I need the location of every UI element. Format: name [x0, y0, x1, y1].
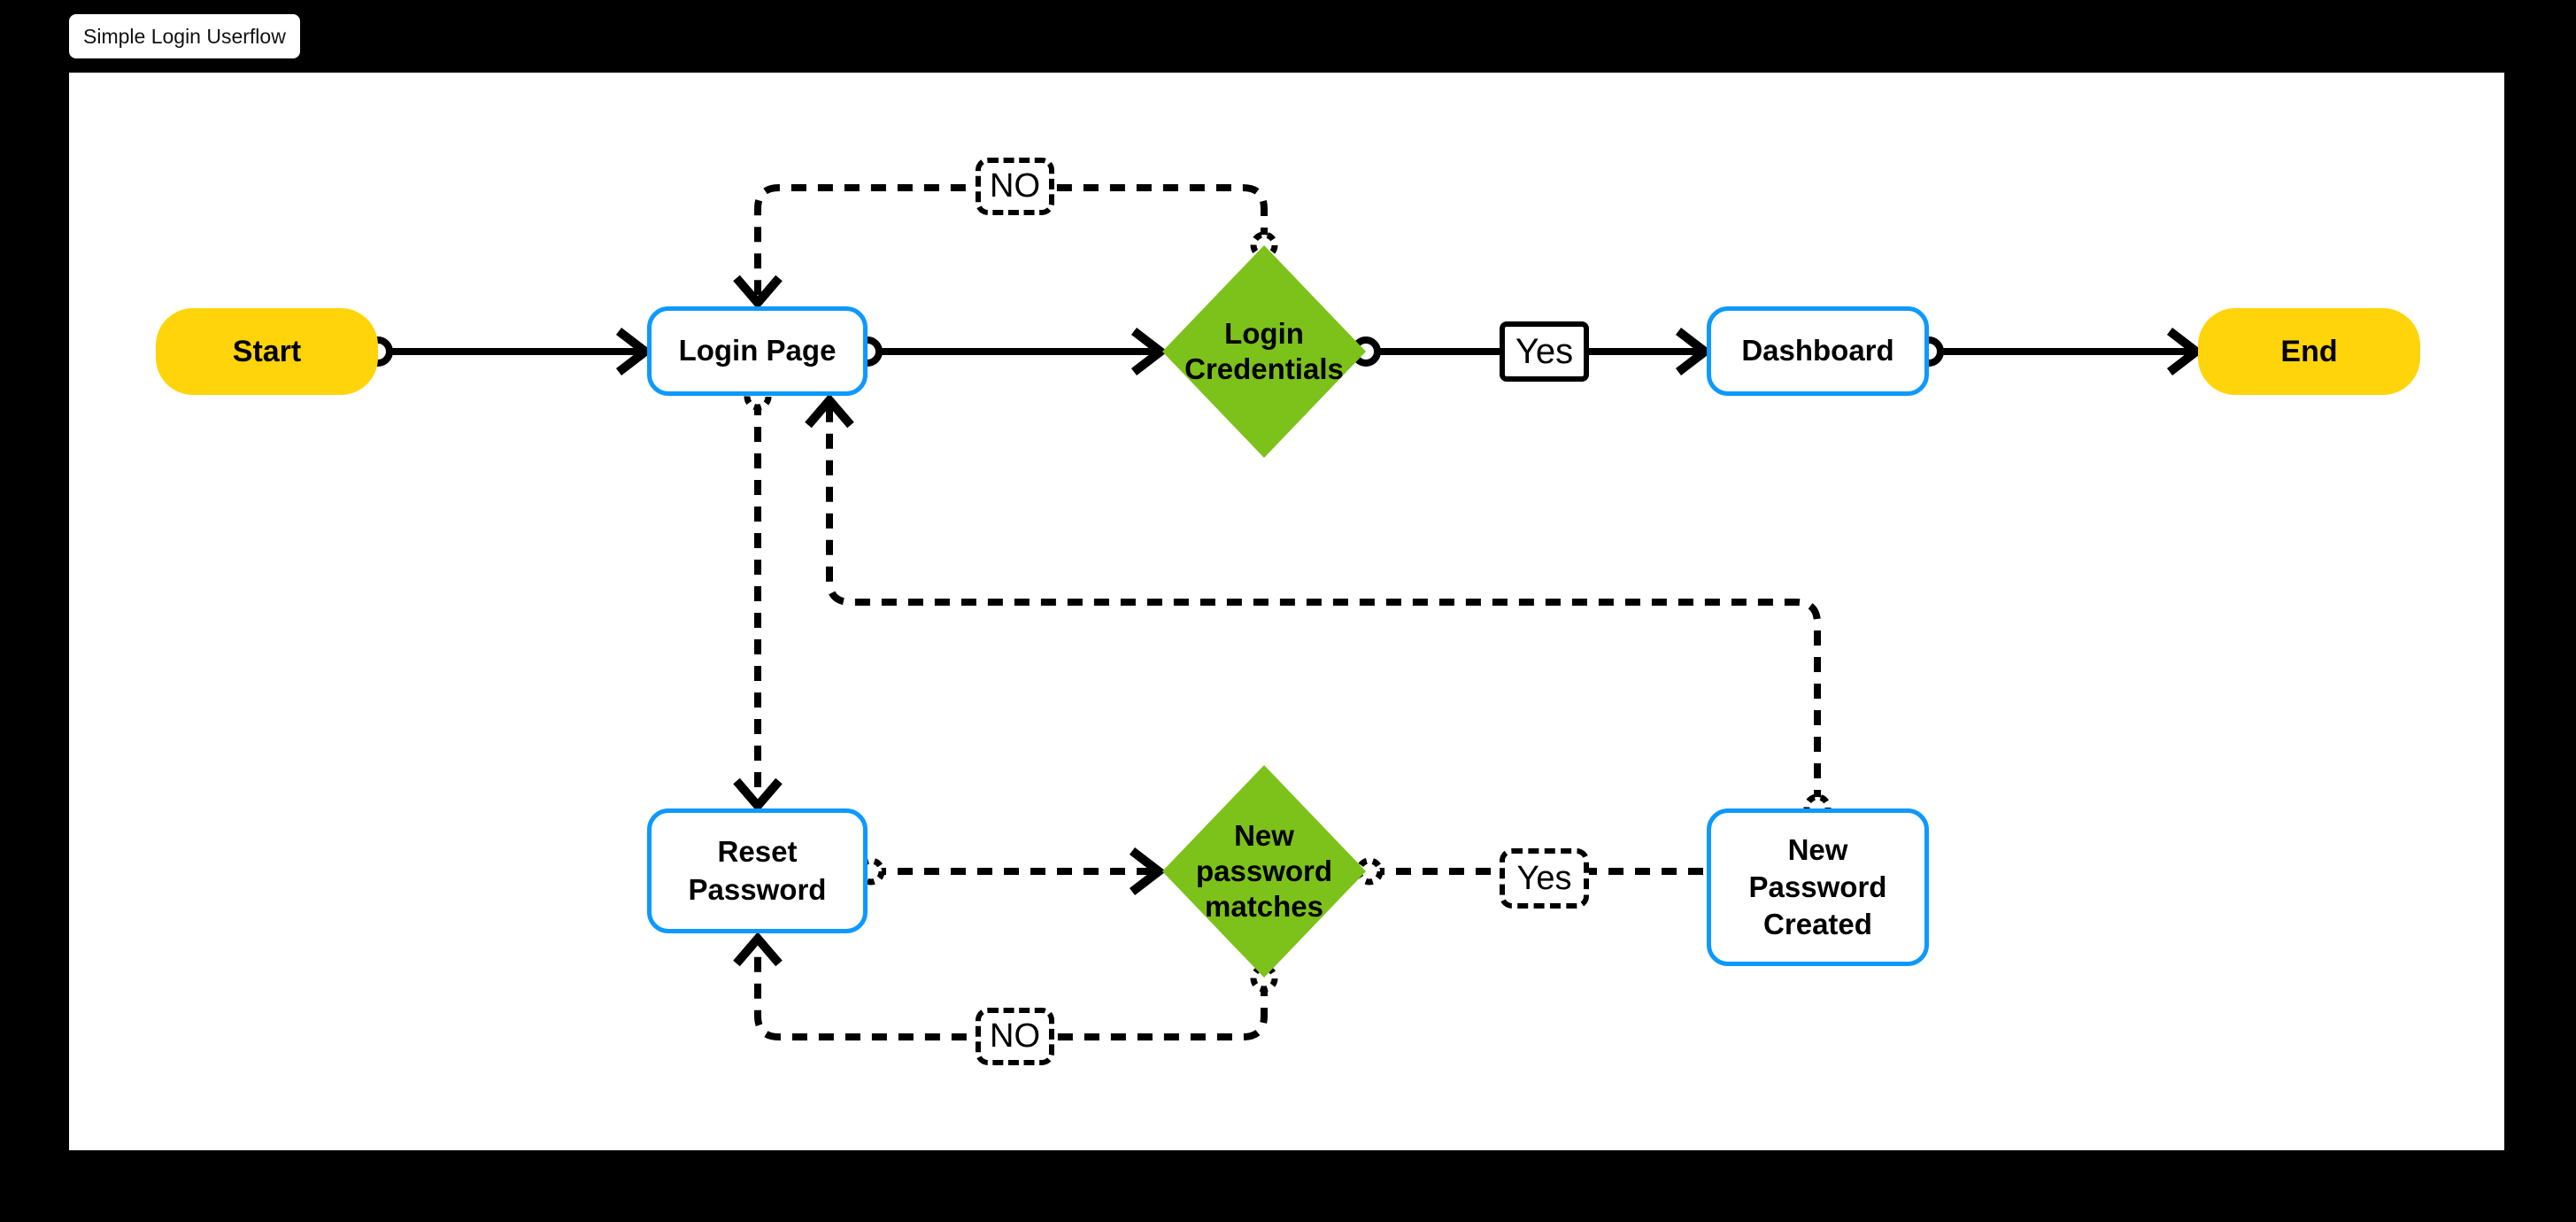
edge-start-to-login-page[interactable] — [363, 328, 653, 375]
flowchart-canvas[interactable]: Start Login Page Login Credentials Yes D… — [69, 73, 2504, 1150]
arrowhead-icon — [733, 777, 783, 813]
no-bottom-label: NO — [990, 1017, 1040, 1055]
arrowhead-icon — [1675, 328, 1713, 375]
login-credentials-diamond[interactable] — [1162, 245, 1366, 458]
edge-login-page-to-reset-password[interactable] — [733, 383, 783, 813]
node-new-password-matches-label: New password matches — [1195, 818, 1333, 924]
node-new-password-created[interactable]: New Password Created — [1707, 808, 1929, 966]
edge-label-yes-bottom[interactable]: Yes — [1500, 848, 1589, 909]
connector-port-icon — [1250, 964, 1278, 993]
node-end-label: End — [2280, 334, 2338, 368]
edge-reset-password-to-new-password-matches[interactable] — [857, 847, 1167, 895]
node-login-page[interactable]: Login Page — [647, 306, 868, 396]
no-top-label: NO — [990, 167, 1040, 205]
node-new-password-created-label: New Password Created — [1748, 832, 1887, 941]
node-reset-password-label: Reset Password — [688, 835, 827, 906]
edge-new-password-created-to-login-page[interactable] — [805, 393, 1832, 822]
node-start-label: Start — [232, 334, 302, 368]
arrowhead-icon — [1129, 847, 1167, 895]
board-title-label: Simple Login Userflow — [83, 24, 286, 48]
node-reset-password[interactable]: Reset Password — [647, 808, 868, 933]
node-dashboard[interactable]: Dashboard — [1707, 306, 1929, 396]
yes-bottom-label: Yes — [1516, 859, 1572, 897]
node-start[interactable]: Start — [156, 308, 378, 395]
edge-login-page-to-login-credentials[interactable] — [852, 328, 1168, 375]
edge-dashboard-to-end[interactable] — [1914, 328, 2204, 375]
node-login-page-label: Login Page — [678, 334, 837, 367]
arrowhead-icon — [2166, 328, 2204, 375]
edge-label-no-bottom[interactable]: NO — [976, 1008, 1054, 1065]
arrowhead-icon — [805, 393, 854, 429]
edge-label-yes-top[interactable]: Yes — [1500, 321, 1589, 382]
node-login-credentials-label: Login Credentials — [1184, 316, 1344, 385]
arrowhead-icon — [733, 932, 783, 967]
node-end[interactable]: End — [2198, 308, 2420, 395]
arrowhead-icon — [1130, 328, 1168, 375]
yes-top-label: Yes — [1515, 331, 1574, 371]
node-dashboard-label: Dashboard — [1741, 334, 1894, 367]
edge-label-no-top[interactable]: NO — [976, 158, 1054, 215]
arrowhead-icon — [615, 328, 653, 375]
board-title-tab[interactable]: Simple Login Userflow — [69, 14, 300, 58]
edges-layer — [363, 184, 2204, 1040]
arrowhead-icon — [733, 275, 783, 310]
new-password-matches-diamond[interactable] — [1162, 765, 1366, 978]
